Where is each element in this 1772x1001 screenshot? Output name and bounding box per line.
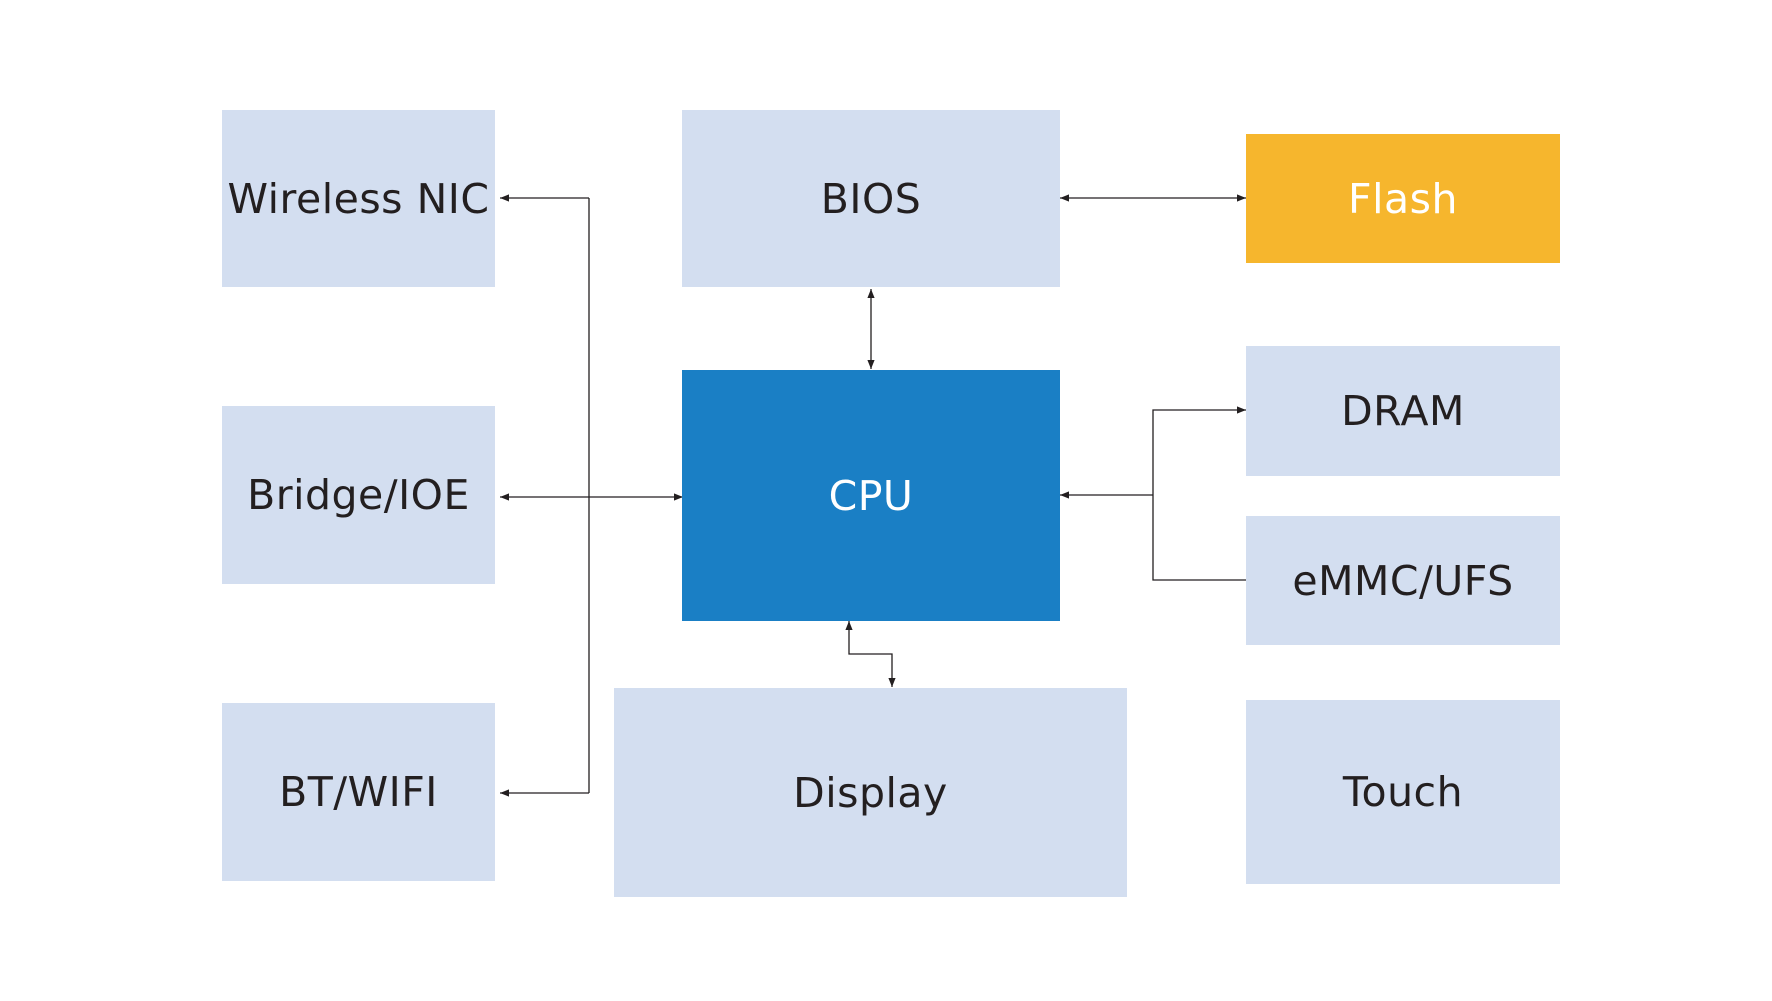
node-wireless-nic-label: Wireless NIC <box>227 174 490 223</box>
node-bt-wifi: BT/WIFI <box>222 703 495 881</box>
node-display-label: Display <box>793 768 948 817</box>
node-bios-label: BIOS <box>820 174 922 223</box>
node-display: Display <box>614 688 1127 897</box>
node-touch-label: Touch <box>1342 768 1464 816</box>
connector-cpu-display <box>845 621 896 687</box>
node-cpu: CPU <box>682 370 1060 621</box>
node-emmc-ufs-label: eMMC/UFS <box>1292 556 1514 605</box>
node-bios: BIOS <box>682 110 1060 287</box>
node-dram: DRAM <box>1246 346 1560 476</box>
node-cpu-label: CPU <box>828 471 914 520</box>
node-flash-label: Flash <box>1348 174 1458 223</box>
node-touch: Touch <box>1246 700 1560 884</box>
node-bridge-ioe: Bridge/IOE <box>222 406 495 584</box>
node-wireless-nic: Wireless NIC <box>222 110 495 287</box>
connector-bus-dram <box>1152 406 1246 495</box>
connector-emmc-bus <box>1152 495 1246 581</box>
node-dram-label: DRAM <box>1341 387 1465 435</box>
node-emmc-ufs: eMMC/UFS <box>1246 516 1560 645</box>
node-bt-wifi-label: BT/WIFI <box>279 768 438 816</box>
node-bridge-ioe-label: Bridge/IOE <box>247 471 470 519</box>
node-flash: Flash <box>1246 134 1560 263</box>
